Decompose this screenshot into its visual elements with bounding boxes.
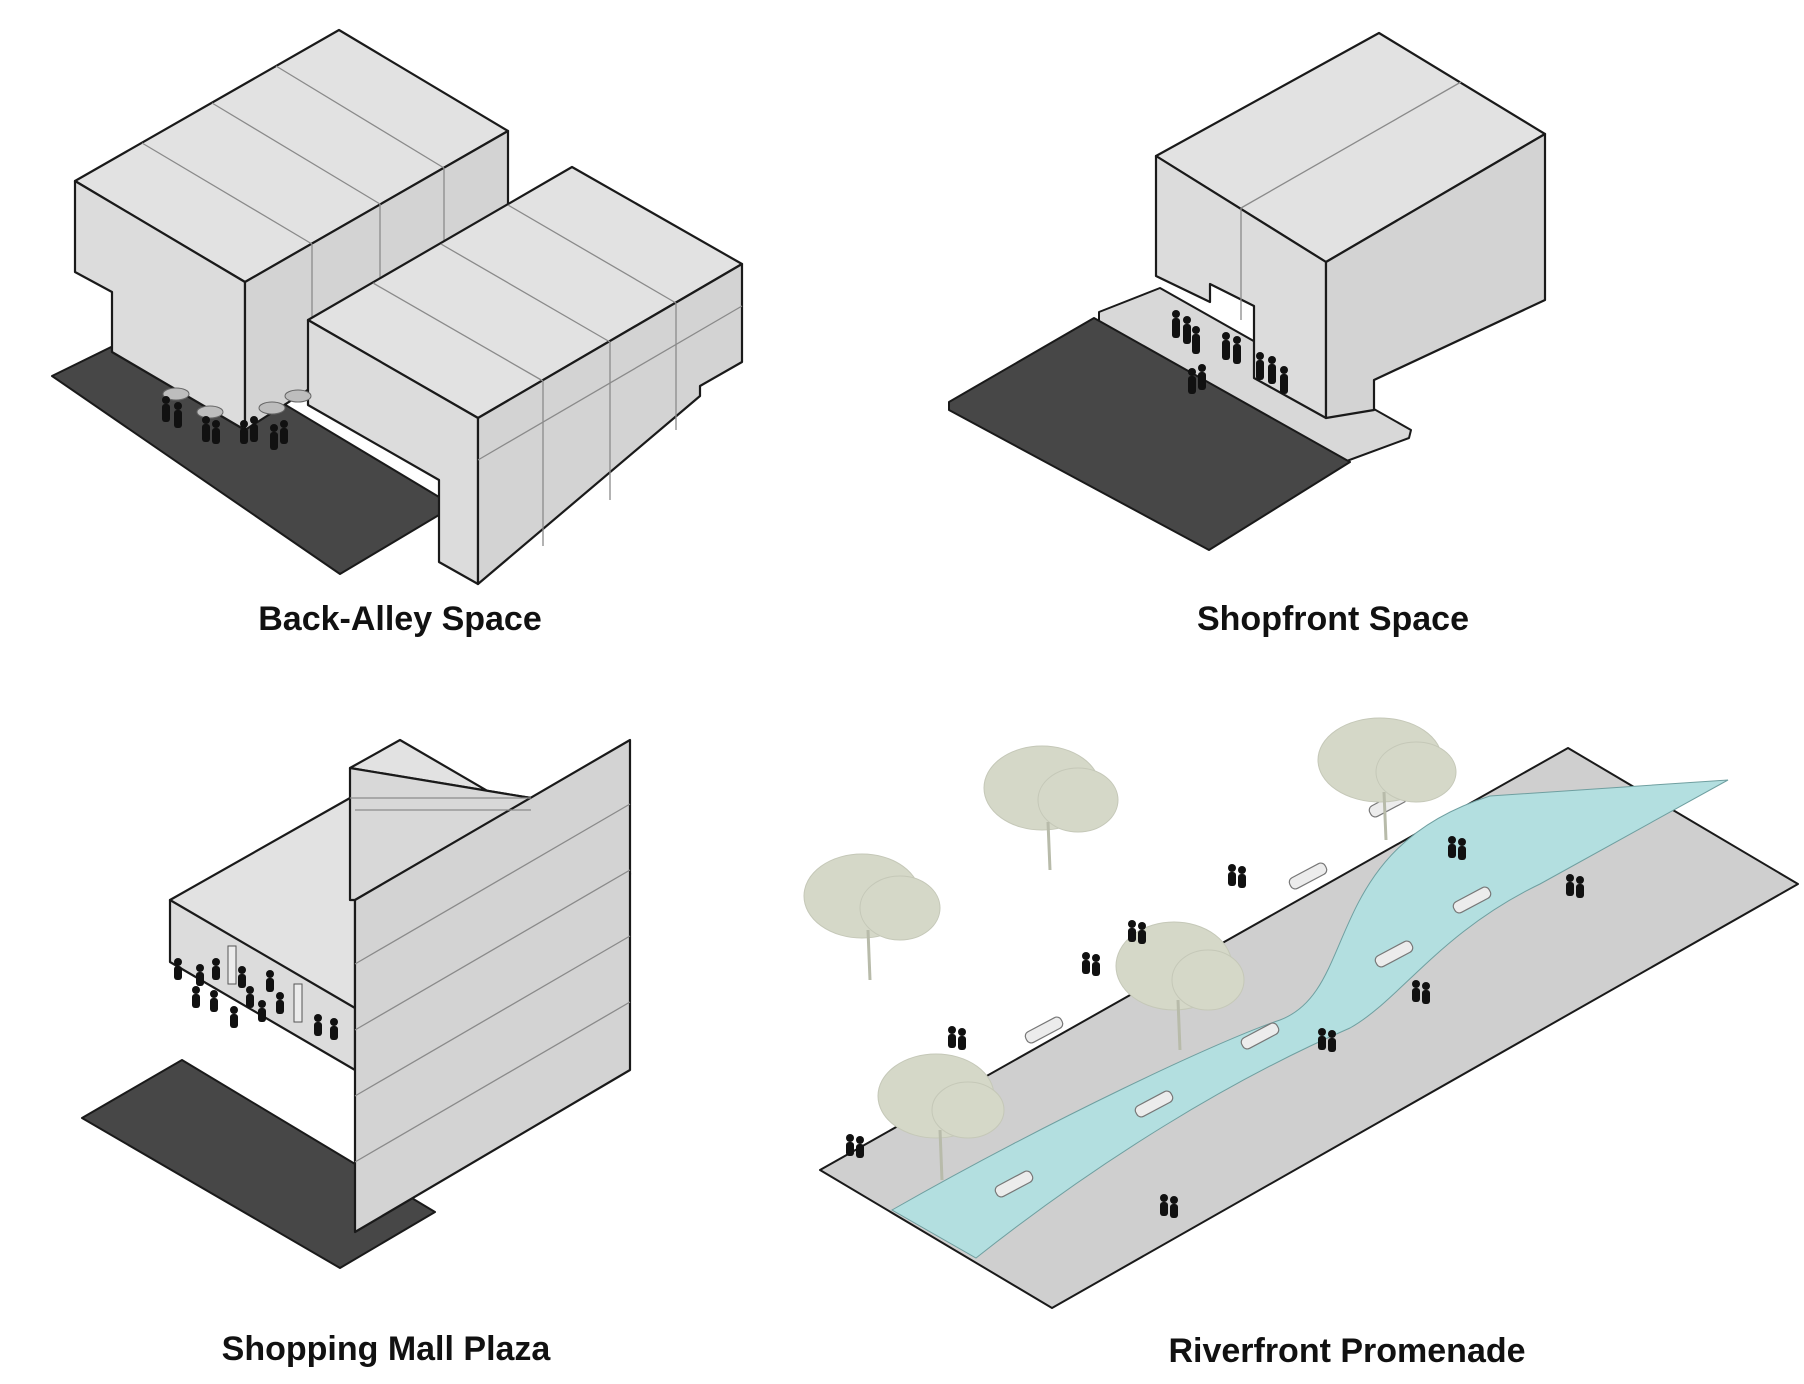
- street-ground: [948, 317, 1351, 551]
- piloti: [293, 983, 303, 1023]
- piloti: [227, 945, 237, 985]
- shopfront-diagram: [948, 31, 1547, 551]
- shop-building: [1154, 31, 1547, 420]
- tree: [1317, 717, 1457, 841]
- back-alley-diagram: [51, 28, 744, 586]
- front-building-block: [306, 165, 744, 586]
- tree: [877, 1053, 1005, 1181]
- people-group: [162, 396, 288, 450]
- people-group: [846, 836, 1584, 1218]
- riverfront-diagram: [803, 717, 1799, 1309]
- people-group: [174, 958, 338, 1040]
- riverfront-caption: Riverfront Promenade: [1168, 1332, 1526, 1370]
- trees: [803, 717, 1457, 1181]
- shopfront-caption: Shopfront Space: [1196, 600, 1470, 638]
- river: [890, 779, 1729, 1259]
- back-alley-caption: Back-Alley Space: [258, 600, 542, 638]
- tree: [1115, 921, 1245, 1051]
- shop-building-right-face: [1324, 132, 1547, 420]
- people-group: [1172, 310, 1288, 394]
- mall-plaza-diagram: [81, 738, 632, 1269]
- tree: [803, 853, 941, 981]
- mall-building: [168, 738, 632, 1234]
- cafe-tables: [162, 387, 312, 419]
- tree: [983, 745, 1119, 871]
- plaza-ground: [81, 1059, 436, 1269]
- mall-tower-front-face: [353, 738, 632, 1234]
- mall-plaza-caption: Shopping Mall Plaza: [221, 1330, 551, 1368]
